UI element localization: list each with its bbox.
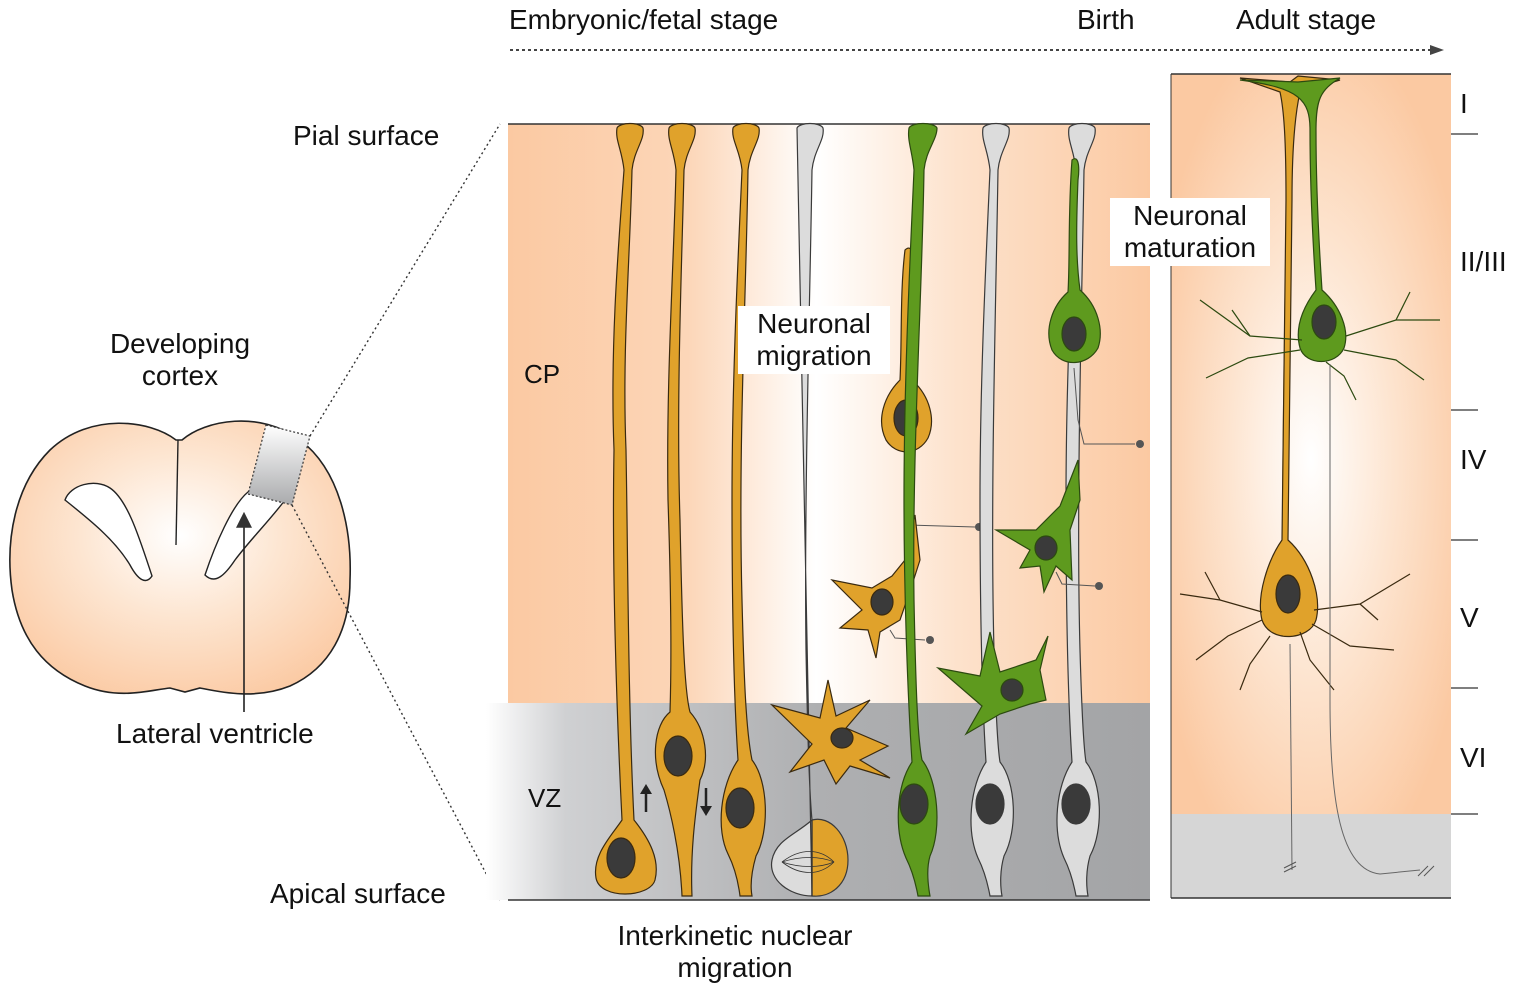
nucleus	[1000, 678, 1024, 702]
timeline-embryonic-label: Embryonic/fetal stage	[509, 4, 779, 35]
lateral-ventricle-label: Lateral ventricle	[116, 718, 314, 749]
inm-line1: Interkinetic nuclear	[617, 920, 853, 951]
nucleus	[830, 727, 854, 749]
nucleus	[725, 787, 755, 829]
green-bipolar-neuron	[1048, 158, 1101, 364]
timeline-adult-label: Adult stage	[1236, 4, 1377, 35]
layer-ii-iii-pyramidal-neuron	[1199, 77, 1440, 875]
brain-title-line2: cortex	[141, 360, 219, 392]
embryonic-cortex-panel	[486, 123, 1150, 901]
radial-glia-1	[594, 122, 657, 895]
radial-glia-cells	[594, 122, 766, 897]
layer-label-v: V	[1460, 602, 1479, 633]
timeline-arrow	[510, 45, 1444, 55]
nucleus	[1311, 304, 1337, 340]
layer-label-vi: VI	[1460, 742, 1487, 773]
nucleus	[663, 735, 693, 777]
migrating-neurons-green	[935, 158, 1144, 736]
brain-section	[9, 123, 501, 901]
neuronal-maturation-line2: maturation	[1123, 232, 1257, 264]
nucleus	[870, 588, 894, 616]
neuronal-maturation-label: Neuronal maturation	[1110, 198, 1270, 267]
layer-label-ii-iii: II/III	[1460, 246, 1507, 277]
multipolar-neuron-vz	[769, 679, 891, 786]
layer-label-iv: IV	[1460, 444, 1487, 475]
nucleus	[975, 783, 1005, 825]
green-multipolar-neuron	[993, 459, 1081, 595]
cp-label: CP	[524, 359, 561, 389]
grey-radial-glia	[970, 122, 1100, 897]
left-ventricle	[64, 482, 153, 582]
apical-surface-label: Apical surface	[270, 878, 446, 909]
cortical-plate	[508, 124, 1150, 704]
nucleus	[1275, 574, 1301, 614]
timeline-birth-label: Birth	[1077, 4, 1135, 35]
inm-line2: migration	[677, 952, 793, 984]
brain-title: Developing cortex	[80, 328, 280, 392]
dividing-cell	[770, 122, 849, 897]
layer-v-pyramidal-neuron	[1179, 75, 1411, 871]
brain-title-line1: Developing	[109, 328, 251, 359]
nucleus	[899, 783, 929, 825]
inm-label: Interkinetic nuclear migration	[580, 920, 890, 984]
green-multipolar-neuron-2	[935, 631, 1049, 736]
vz-label: VZ	[528, 783, 562, 813]
nucleus	[1061, 783, 1091, 825]
inm-arrows	[640, 784, 712, 816]
adult-pyramidal-neurons	[1179, 75, 1440, 877]
layer-ticks	[1451, 133, 1478, 815]
nucleus	[606, 837, 636, 879]
radial-glia-3	[720, 122, 766, 897]
neuronal-maturation-line1: Neuronal	[1133, 200, 1247, 231]
white-matter	[1171, 814, 1451, 898]
pial-surface-label: Pial surface	[293, 120, 440, 151]
green-radial-glia	[897, 122, 938, 897]
nucleus	[1061, 316, 1087, 352]
neuronal-migration-line2: migration	[756, 340, 872, 372]
nucleus	[1034, 535, 1058, 561]
neuronal-migration-line1: Neuronal	[757, 308, 871, 339]
layer-label-i: I	[1460, 88, 1468, 119]
neuronal-migration-label: Neuronal migration	[738, 306, 890, 375]
